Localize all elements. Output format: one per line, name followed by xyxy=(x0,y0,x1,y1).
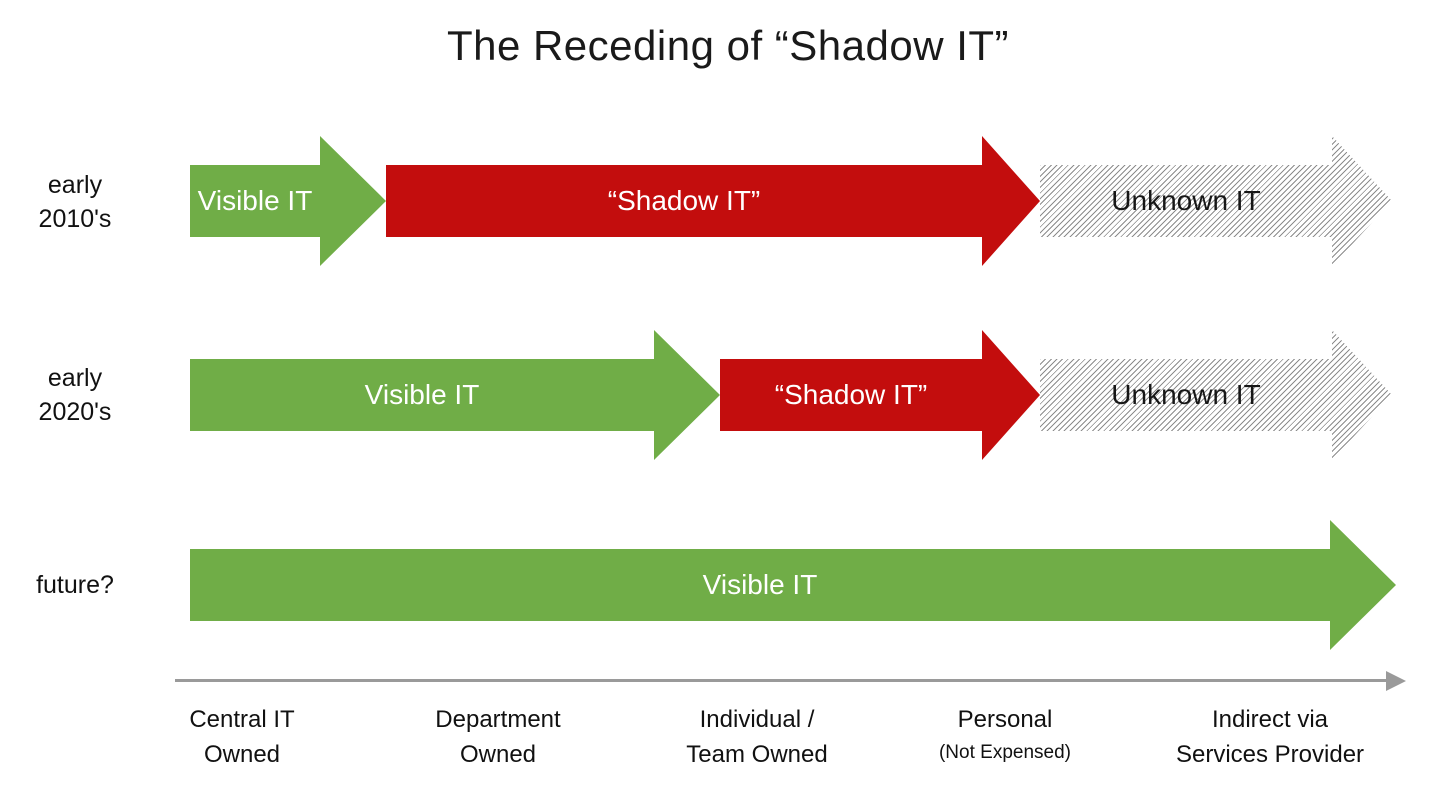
arrow-visible-it-row1: Visible IT xyxy=(190,136,386,266)
axis-category-line2: (Not Expensed) xyxy=(938,742,1071,763)
axis-line xyxy=(175,679,1387,682)
arrow-visible-it-row1-label: Visible IT xyxy=(197,185,313,216)
arrow-unknown-it-row2-label: Unknown IT xyxy=(1111,379,1261,410)
page-title: The Receding of “Shadow IT” xyxy=(446,22,1010,69)
axis-category-department-owned: Department Owned xyxy=(368,702,628,772)
axis-category-line2: Owned xyxy=(203,741,281,768)
era-label-early-2020s: early 2020's xyxy=(0,361,150,429)
arrow-visible-it-row2-label: Visible IT xyxy=(364,379,480,410)
axis-category-line2: Services Provider xyxy=(1175,741,1365,768)
axis-category-line1: Department xyxy=(435,706,561,733)
arrow-visible-it-row3: Visible IT xyxy=(190,520,1396,650)
era-label-line1: future? xyxy=(36,571,114,599)
arrow-shadow-it-row1-label: “Shadow IT” xyxy=(607,185,761,216)
arrow-shadow-it-row2: “Shadow IT” xyxy=(720,330,1040,460)
era-label-line2: 2020's xyxy=(38,398,112,426)
axis-category-line1: Individual / xyxy=(699,706,815,733)
axis-category-central-it-owned: Central IT Owned xyxy=(112,702,372,772)
era-label-line1: early xyxy=(47,171,103,199)
arrow-unknown-it-row1: Unknown IT xyxy=(1040,136,1392,266)
arrow-unknown-it-row1-label: Unknown IT xyxy=(1111,185,1261,216)
axis-category-personal-not-expensed: Personal (Not Expensed) xyxy=(875,702,1135,769)
axis-arrowhead-icon xyxy=(1386,671,1406,691)
arrow-shadow-it-row1: “Shadow IT” xyxy=(386,136,1040,266)
axis-category-line1: Indirect via xyxy=(1211,706,1329,733)
era-label-line1: early xyxy=(47,364,103,392)
axis-category-line2: Owned xyxy=(459,741,537,768)
arrow-unknown-it-row2: Unknown IT xyxy=(1040,330,1392,460)
arrow-visible-it-row2: Visible IT xyxy=(190,330,720,460)
era-label-line2: 2010's xyxy=(38,205,112,233)
arrow-visible-it-row3-label: Visible IT xyxy=(702,569,818,600)
axis-category-line1: Central IT xyxy=(189,706,295,733)
axis-category-line2: Team Owned xyxy=(686,741,828,768)
arrow-shadow-it-row2-label: “Shadow IT” xyxy=(774,379,928,410)
era-label-future: future? xyxy=(0,568,150,602)
axis-category-line1: Personal xyxy=(957,706,1053,733)
era-label-early-2010s: early 2010's xyxy=(0,168,150,236)
axis-category-indirect-via-services-provider: Indirect via Services Provider xyxy=(1140,702,1400,772)
axis-category-individual-team-owned: Individual / Team Owned xyxy=(627,702,887,772)
